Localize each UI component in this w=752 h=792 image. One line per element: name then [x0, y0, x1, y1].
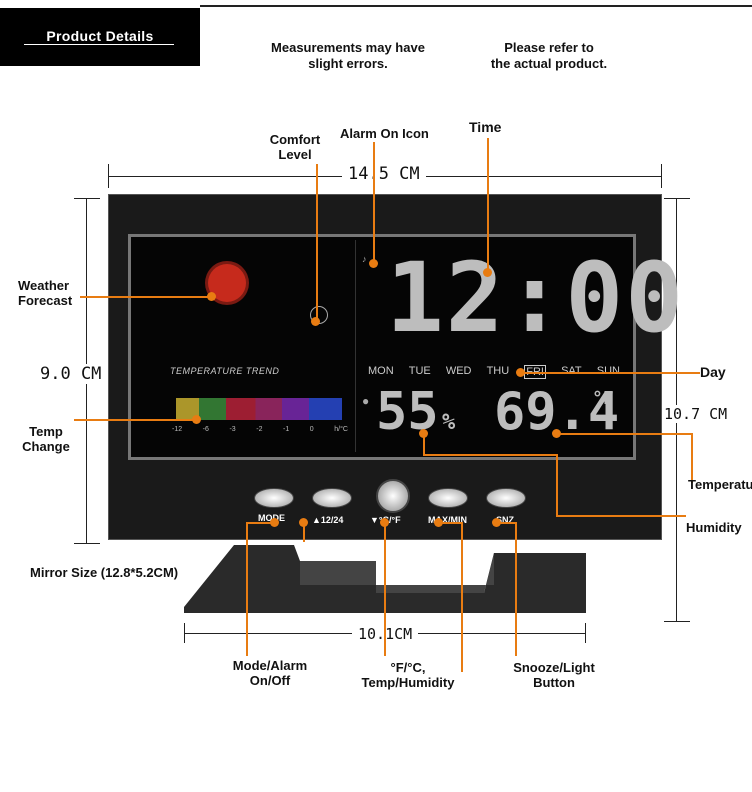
- maxmin-leader-h: [438, 522, 462, 524]
- temperature-label: Temperature: [688, 477, 752, 492]
- max-min-button[interactable]: [428, 488, 468, 508]
- day-leader: [520, 372, 700, 374]
- ampm-leader: [303, 522, 305, 542]
- height-dim-label-right: 10.7 CM: [664, 405, 728, 423]
- comfort-label: Comfort Level: [269, 132, 321, 162]
- day-thu: THU: [486, 365, 510, 377]
- trend-axis-tick: 0: [309, 426, 314, 433]
- width-dim-tick-left: [108, 164, 109, 188]
- fc-label: °F/°C, Temp/Humidity: [361, 660, 455, 690]
- temp-change-label: Temp Change: [22, 424, 70, 454]
- trend-axis-tick: -3: [229, 426, 236, 433]
- humidity-leader-v1: [423, 433, 425, 455]
- alarm-dot: [369, 259, 378, 268]
- temp-change-leader: [74, 419, 196, 421]
- comfort-leader: [316, 164, 318, 322]
- humidity-leader-h2: [556, 515, 686, 517]
- max-min-button-label: MAX/MIN: [428, 515, 467, 525]
- mode-leader-v: [246, 522, 248, 656]
- trend-title: TEMPERATURE TREND: [170, 366, 280, 376]
- 12-24-button-label: ▲12/24: [312, 515, 344, 525]
- page-title: Product Details: [46, 28, 154, 44]
- mirror-stand: [184, 545, 586, 613]
- day-label: Day: [700, 364, 726, 380]
- comfort-dot: [311, 317, 320, 326]
- header-rule: [200, 5, 752, 7]
- time-dot: [483, 268, 492, 277]
- mirror-size-label: Mirror Size (12.8*5.2CM): [30, 565, 179, 580]
- snooze-button[interactable]: [486, 488, 526, 508]
- light-button[interactable]: [376, 479, 410, 513]
- height-dim-tick-top-left: [74, 198, 100, 199]
- base-dim-tick-left: [184, 623, 185, 643]
- mode-label: Mode/Alarm On/Off: [232, 658, 308, 688]
- trend-bars: [176, 398, 342, 420]
- humidity-dot: [419, 429, 428, 438]
- width-dim-tick-right: [661, 164, 662, 188]
- snooze-label: Snooze/Light Button: [513, 660, 595, 690]
- time-display: 12:00: [386, 242, 685, 354]
- mode-button[interactable]: [254, 488, 294, 508]
- weather-dot: [207, 292, 216, 301]
- temp-change-dot: [192, 415, 201, 424]
- mode-leader-h: [246, 522, 274, 524]
- trend-axis-tick: -2: [256, 426, 263, 433]
- day-mon: MON: [368, 365, 394, 377]
- trend-axis-tick: -1: [283, 426, 290, 433]
- mode-dot: [270, 518, 279, 527]
- humidity-drop-icon: ●: [362, 394, 370, 408]
- temperature-leader-h: [556, 433, 692, 435]
- height-dim-label-left: 9.0 CM: [40, 364, 102, 384]
- height-dim-tick-bottom-left: [74, 543, 100, 544]
- alarm-label: Alarm On Icon: [340, 126, 429, 141]
- header-bar: [0, 8, 200, 66]
- snooze-leader-h: [496, 522, 516, 524]
- humidity-label: Humidity: [686, 520, 742, 535]
- snooze-button-label: SNZ: [496, 515, 514, 525]
- weekday-row: MON TUE WED THU FRI SAT SUN: [368, 365, 620, 379]
- maxmin-dot: [434, 518, 443, 527]
- day-dot: [516, 368, 525, 377]
- note-errors: Measurements may have slight errors.: [271, 40, 425, 71]
- snooze-leader-v: [515, 522, 517, 656]
- day-tue: TUE: [408, 365, 431, 377]
- screen-divider: [355, 240, 356, 452]
- temperature-unit: °F: [592, 388, 614, 409]
- time-leader: [487, 138, 489, 272]
- height-dim-tick-bottom-right: [664, 621, 690, 622]
- day-wed: WED: [445, 365, 472, 377]
- humidity-value: 55: [376, 382, 439, 442]
- day-sat: SAT: [561, 365, 582, 377]
- weather-label: Weather Forecast: [18, 278, 73, 308]
- trend-axis-unit: h/°C: [334, 426, 348, 433]
- 12-24-button[interactable]: [312, 488, 352, 508]
- alarm-leader: [373, 142, 375, 264]
- weather-leader: [80, 296, 212, 298]
- alarm-bell-icon: ♪: [362, 254, 367, 264]
- humidity-unit: %: [442, 410, 456, 435]
- temperature-leader-v: [691, 433, 693, 483]
- temperature-dot: [552, 429, 561, 438]
- trend-axis-tick: -12: [172, 426, 183, 433]
- trend-axis-tick: -6: [202, 426, 209, 433]
- humidity-leader-h1: [423, 454, 557, 456]
- height-dim-tick-top-right: [664, 198, 690, 199]
- fc-dot: [380, 518, 389, 527]
- maxmin-leader-v: [461, 522, 463, 672]
- fc-leader: [384, 522, 386, 656]
- title-underline: [24, 44, 174, 45]
- trend-axis: -12 -6 -3 -2 -1 0 h/°C: [172, 426, 348, 433]
- base-dim-tick-right: [585, 623, 586, 643]
- humidity-leader-v2: [556, 454, 558, 516]
- note-refer: Please refer to the actual product.: [490, 40, 608, 71]
- time-label: Time: [469, 119, 502, 135]
- ampm-dot: [299, 518, 308, 527]
- width-dim-label: 14.5 CM: [342, 164, 426, 184]
- day-sun: SUN: [596, 365, 620, 377]
- snooze-dot: [492, 518, 501, 527]
